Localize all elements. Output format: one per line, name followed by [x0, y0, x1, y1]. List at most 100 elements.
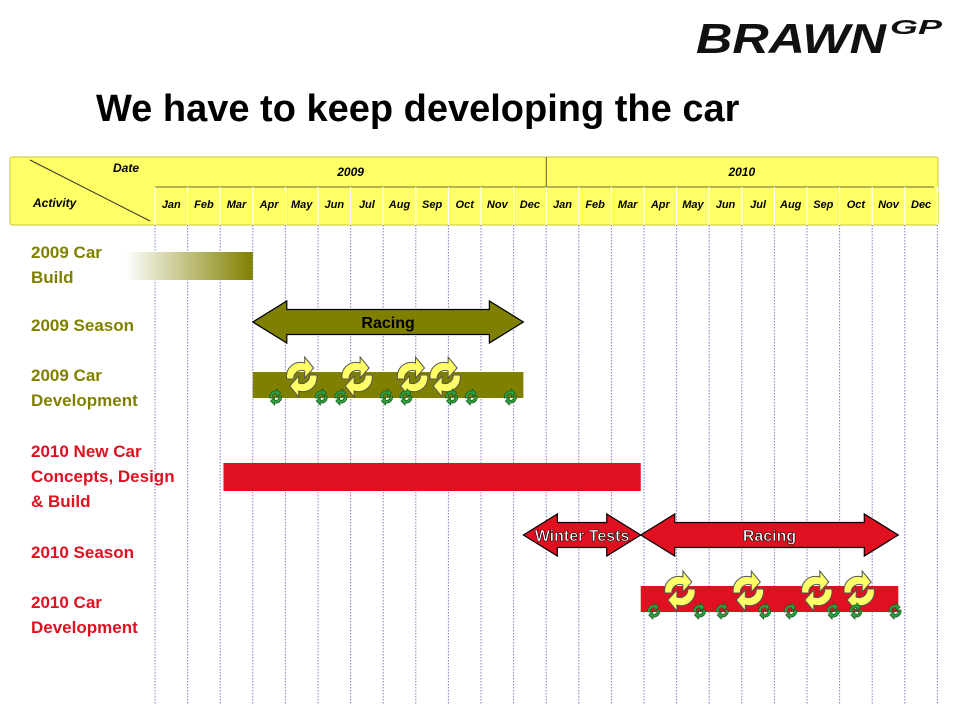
arrow-bar-label: Racing: [743, 528, 796, 545]
month-label: Jun: [325, 199, 345, 211]
month-label: Nov: [878, 199, 900, 211]
small-cycle-upper: [826, 602, 839, 613]
small-cycle-icon: [503, 388, 517, 406]
cycle-arrow-upper: [396, 355, 426, 380]
cycle-arrow-upper: [843, 569, 872, 594]
arrow-bar-label: Racing: [361, 315, 414, 332]
small-cycle-lower: [827, 609, 840, 620]
cycle-arrow-upper: [429, 355, 458, 380]
activity-label-4: 2010 Season: [31, 543, 135, 562]
small-cycle-lower: [889, 609, 902, 620]
large-cycle-icon: [732, 569, 765, 613]
small-cycle-icon: [464, 388, 478, 406]
month-label: Dec: [911, 199, 931, 211]
cycle-arrow-lower: [735, 588, 765, 613]
small-cycle-icon: [647, 602, 661, 620]
small-cycle-upper: [269, 388, 282, 399]
month-label: Aug: [388, 199, 411, 211]
logo-suffix: GP: [890, 17, 943, 39]
small-cycle-icon: [269, 388, 283, 406]
small-cycle-upper: [715, 602, 728, 613]
small-cycle-lower: [850, 609, 863, 620]
small-cycle-lower: [270, 395, 283, 406]
small-cycle-lower: [759, 609, 772, 620]
month-label: Jul: [359, 199, 376, 211]
small-cycle-lower: [400, 395, 413, 406]
cycle-arrow-lower: [804, 588, 833, 613]
small-cycle-upper: [464, 388, 477, 399]
small-cycle-icon: [784, 602, 798, 620]
small-cycle-lower: [315, 395, 328, 406]
month-label: May: [291, 199, 313, 211]
small-cycle-lower: [504, 395, 517, 406]
page-title: We have to keep developing the car: [96, 88, 740, 130]
cycle-arrow-lower: [289, 374, 318, 399]
month-label: May: [682, 199, 704, 211]
month-label: Mar: [618, 199, 638, 211]
month-label: Jun: [716, 199, 736, 211]
month-label: Sep: [813, 199, 833, 211]
small-cycle-icon: [826, 602, 840, 620]
small-cycle-lower: [785, 609, 798, 620]
cycle-arrow-upper: [285, 355, 315, 380]
header-band: [9, 156, 939, 226]
large-cycle-icon: [341, 355, 373, 399]
brawn-gp-logo: BRAWN GP: [696, 15, 943, 60]
small-cycle-icon: [380, 388, 393, 406]
year-label-2009: 2009: [336, 165, 364, 179]
cycle-arrow-upper: [341, 355, 370, 380]
arrow-bar-label: Winter Tests: [535, 528, 630, 545]
arrow-bar-2009-season: [251, 299, 525, 345]
cycle-arrow-upper: [664, 569, 693, 594]
small-cycle-upper: [503, 388, 516, 399]
large-cycle-icon: [664, 569, 696, 613]
small-cycle-icon: [334, 388, 348, 406]
activity-header-label: Activity: [32, 196, 78, 210]
small-cycle-upper: [692, 602, 705, 613]
activity-label-5: 2010 Car Development: [31, 593, 138, 637]
small-cycle-upper: [314, 388, 327, 399]
large-cycle-icon: [285, 355, 318, 399]
date-header-label: Date: [113, 161, 139, 175]
month-label: Oct: [456, 199, 476, 211]
small-cycle-lower: [465, 395, 478, 406]
small-cycle-icon: [758, 602, 772, 620]
activity-label-3: 2010 New Car Concepts, Design & Build: [31, 442, 175, 511]
activity-label-2: 2009 Car Development: [31, 366, 138, 410]
small-cycle-lower: [716, 609, 729, 620]
month-label: Nov: [487, 199, 509, 211]
cycle-arrow-upper: [732, 569, 761, 594]
activity-label-1: 2009 Season: [31, 316, 135, 335]
month-label: Jul: [750, 199, 767, 211]
small-cycle-upper: [849, 602, 862, 613]
small-cycle-upper: [758, 602, 771, 613]
small-cycle-icon: [849, 602, 863, 620]
small-cycle-icon: [692, 602, 706, 620]
cycle-arrow-upper: [801, 569, 830, 594]
small-cycle-icon: [888, 602, 902, 620]
logo-text: BRAWN: [696, 15, 888, 60]
small-cycle-lower: [335, 395, 348, 406]
arrow-bar-2010-season: [639, 512, 900, 558]
small-cycle-icon: [715, 602, 729, 620]
bar-2010-new-car-concepts-design-build: [223, 463, 641, 491]
small-cycle-upper: [888, 602, 901, 613]
cycle-arrow-lower: [344, 374, 373, 399]
month-label: Dec: [520, 199, 540, 211]
month-label: Oct: [847, 199, 867, 211]
month-label: Sep: [422, 199, 442, 211]
large-cycle-icon: [429, 355, 461, 399]
large-cycle-icon: [801, 569, 833, 613]
month-label: Feb: [585, 199, 605, 211]
month-label: Feb: [194, 199, 214, 211]
header-diagonal: [29, 159, 151, 222]
month-label: Jan: [553, 199, 572, 211]
cycle-arrow-lower: [667, 588, 696, 613]
small-cycle-upper: [380, 388, 393, 399]
small-cycle-upper: [399, 388, 412, 399]
small-cycle-lower: [648, 609, 661, 620]
month-label: Aug: [779, 199, 802, 211]
small-cycle-upper: [334, 388, 347, 399]
activity-label-0: 2009 Car Build: [31, 243, 102, 287]
